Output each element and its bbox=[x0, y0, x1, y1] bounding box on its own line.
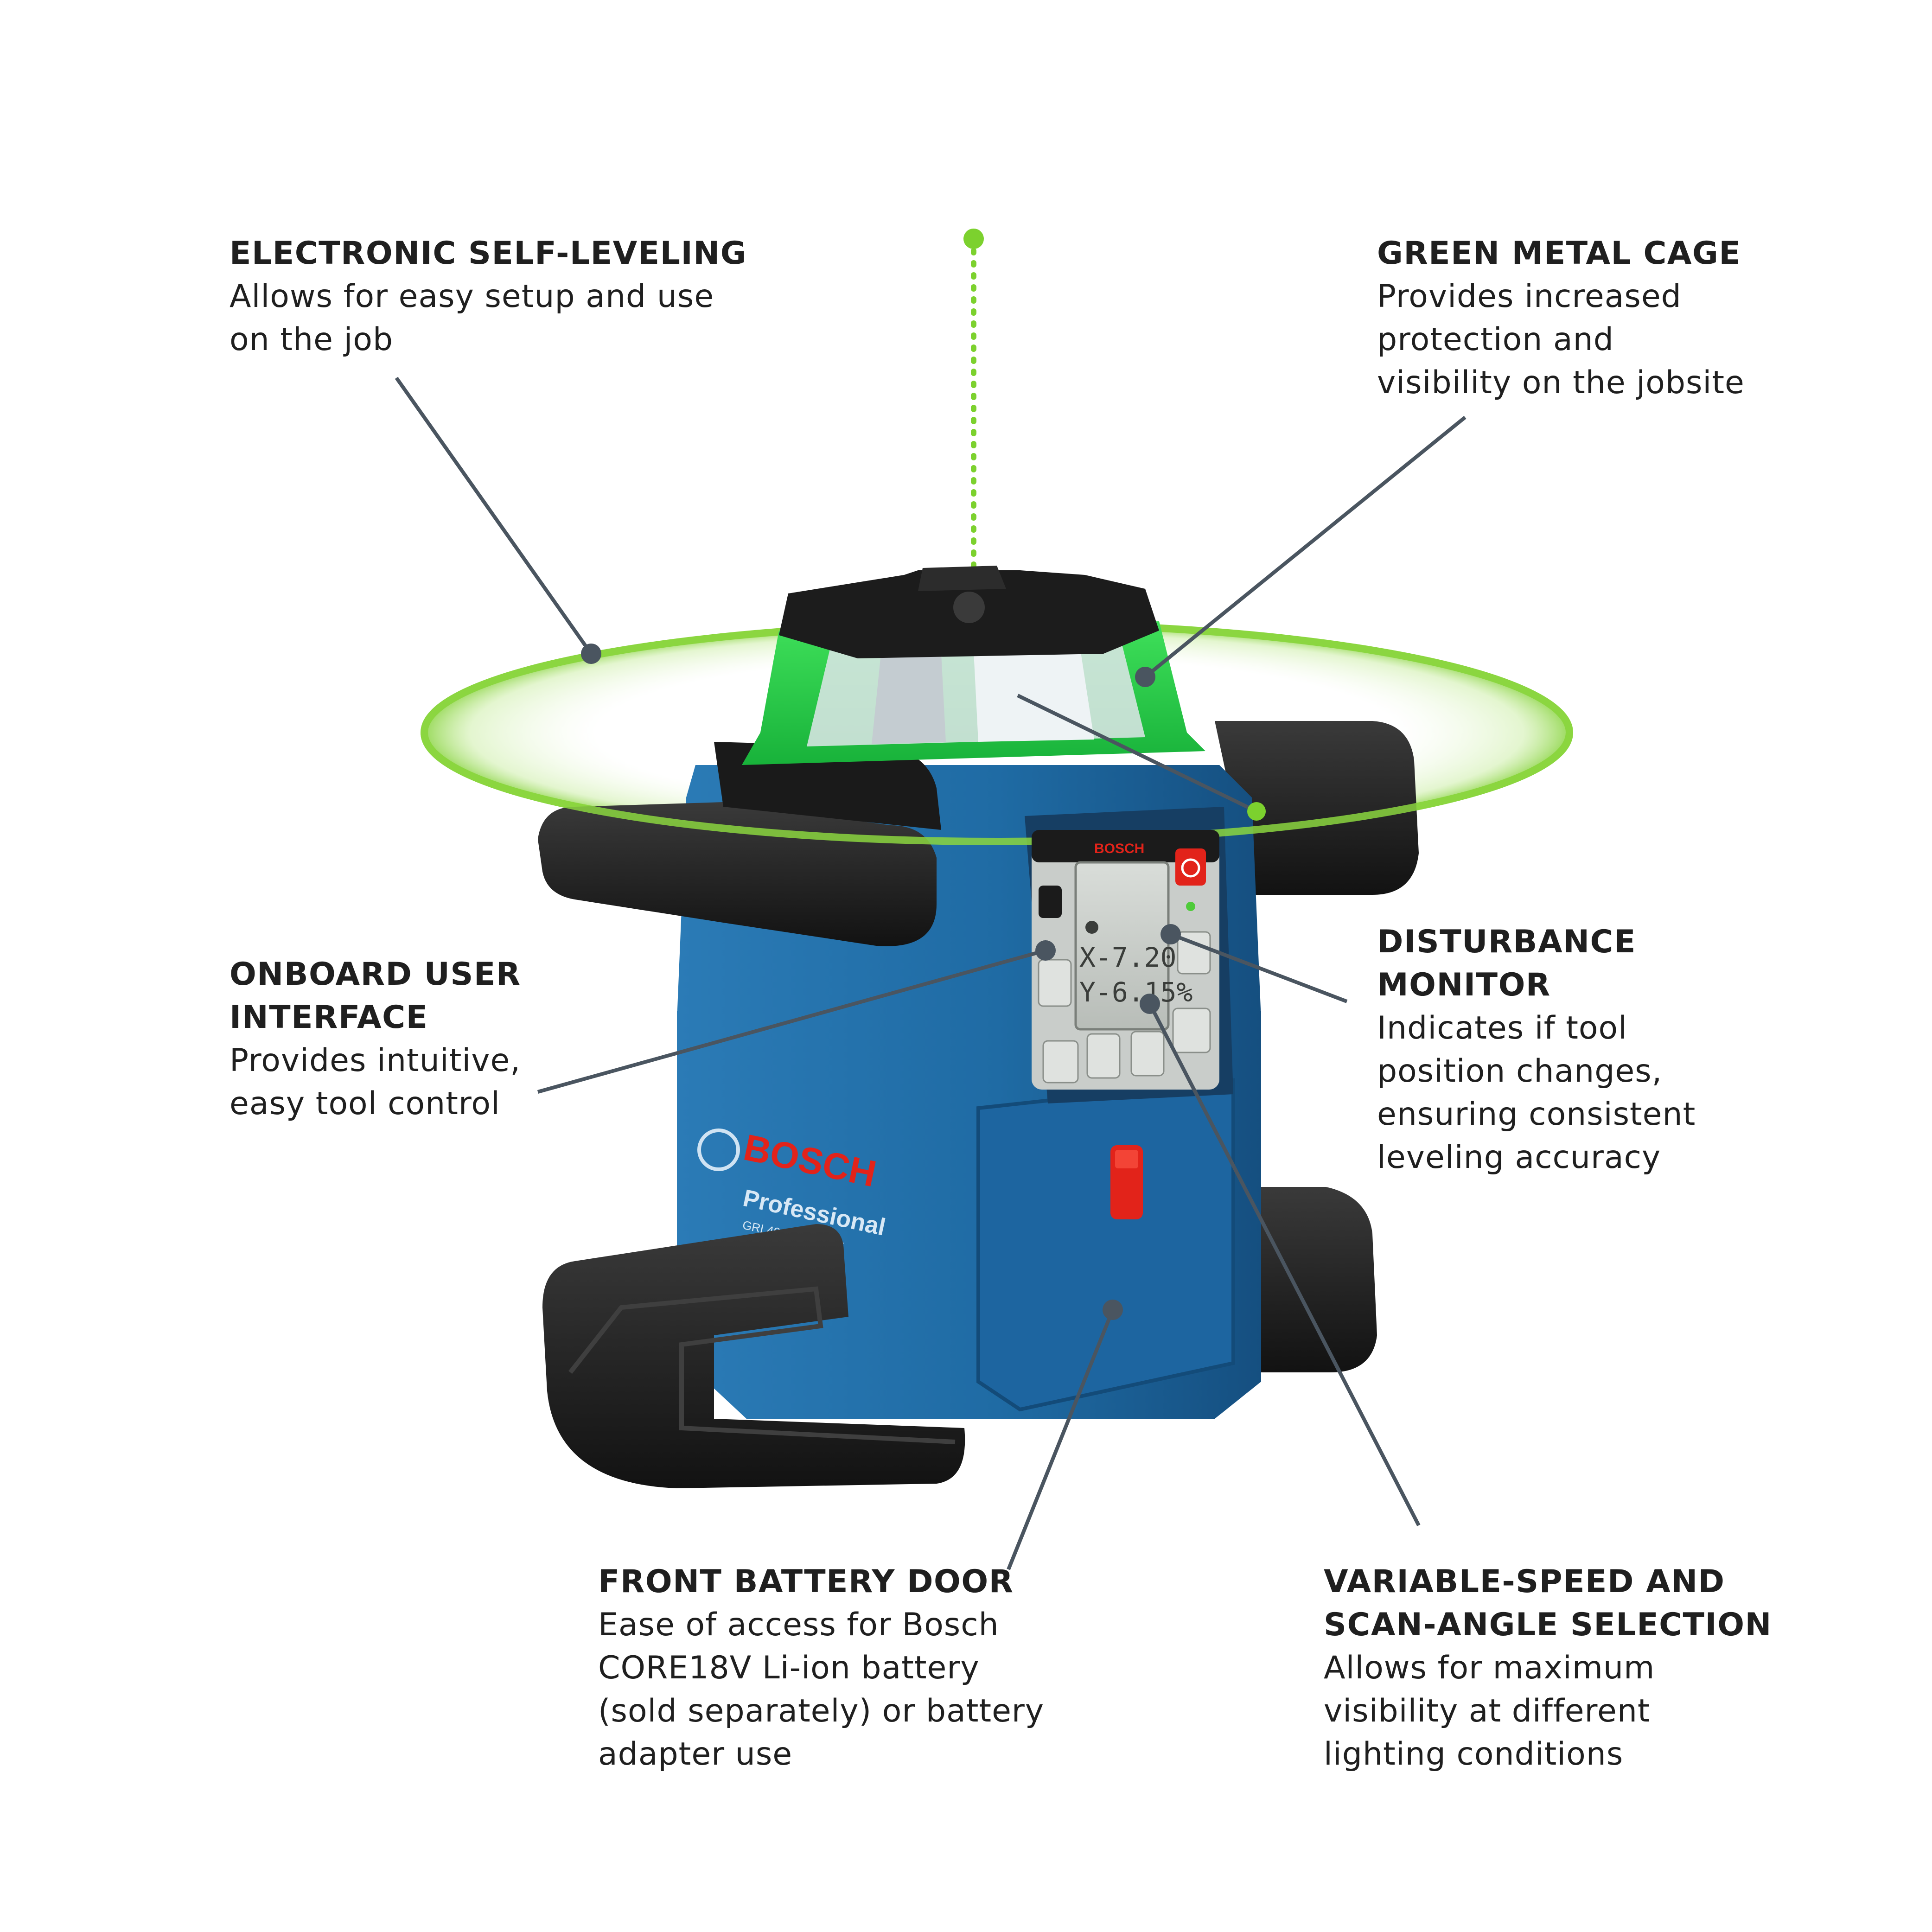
status-led bbox=[1186, 902, 1195, 911]
battery-door bbox=[976, 1078, 1235, 1412]
laser-point-dot bbox=[1247, 802, 1266, 821]
front-bumper-left bbox=[542, 1224, 965, 1488]
axis-button[interactable] bbox=[1172, 1007, 1211, 1053]
alert-button[interactable] bbox=[1177, 931, 1211, 975]
leader-dots bbox=[581, 644, 1181, 1320]
rear-bumper-right bbox=[1252, 1187, 1377, 1372]
callout-title: ONBOARD USER INTERFACE bbox=[230, 956, 521, 1036]
top-handle-left bbox=[538, 802, 937, 946]
callout-description: Ease of access for Bosch CORE18V Li-ion … bbox=[598, 1607, 1045, 1773]
panel-brand: BOSCH bbox=[1094, 841, 1144, 856]
callout-onboard-user-interface: ONBOARD USER INTERFACE Provides intuitiv… bbox=[230, 953, 521, 1125]
callout-disturbance-monitor: DISTURBANCE MONITOR Indicates if tool po… bbox=[1377, 920, 1696, 1179]
bluetooth-button[interactable] bbox=[1039, 886, 1062, 918]
callout-title: GREEN METAL CAGE bbox=[1377, 235, 1741, 272]
bosch-side-logo bbox=[697, 1129, 740, 1171]
callout-electronic-self-leveling: ELECTRONIC SELF-LEVELING Allows for easy… bbox=[230, 232, 747, 361]
callout-green-metal-cage: GREEN METAL CAGE Provides increased prot… bbox=[1377, 232, 1745, 404]
power-button[interactable] bbox=[1175, 848, 1206, 886]
scan-angle-button[interactable] bbox=[1042, 1040, 1079, 1084]
callout-description: Provides increased protection and visibi… bbox=[1377, 278, 1745, 401]
speed-up-button[interactable] bbox=[1086, 1033, 1121, 1079]
callout-description: Allows for easy setup and use on the job bbox=[230, 278, 714, 358]
plumb-beam-dot bbox=[963, 229, 984, 249]
callout-front-battery-door: FRONT BATTERY DOOR Ease of access for Bo… bbox=[598, 1560, 1044, 1776]
callout-title: ELECTRONIC SELF-LEVELING bbox=[230, 235, 747, 272]
callout-description: Allows for maximum visibility at differe… bbox=[1324, 1650, 1655, 1773]
callout-title: VARIABLE-SPEED AND SCAN-ANGLE SELECTION bbox=[1324, 1563, 1772, 1643]
callout-description: Indicates if tool position changes, ensu… bbox=[1377, 1010, 1696, 1176]
lcd-x-readout: X-7.20% bbox=[1079, 942, 1192, 973]
callout-title: DISTURBANCE MONITOR bbox=[1377, 924, 1636, 1003]
rear-handle-right bbox=[1215, 721, 1419, 895]
speed-down-button[interactable] bbox=[1130, 1031, 1165, 1077]
callout-variable-speed-scan-angle: VARIABLE-SPEED AND SCAN-ANGLE SELECTION … bbox=[1324, 1560, 1772, 1776]
laser-plane-ring-front bbox=[421, 732, 1573, 845]
leader-lines bbox=[395, 376, 1467, 1570]
rotation-button[interactable] bbox=[1038, 959, 1072, 1007]
callout-description: Provides intuitive, easy tool control bbox=[230, 1042, 521, 1122]
callout-title: FRONT BATTERY DOOR bbox=[598, 1563, 1014, 1600]
lcd-y-readout: Y-6.15% bbox=[1079, 976, 1192, 1008]
lcd-screen bbox=[1074, 861, 1170, 1031]
